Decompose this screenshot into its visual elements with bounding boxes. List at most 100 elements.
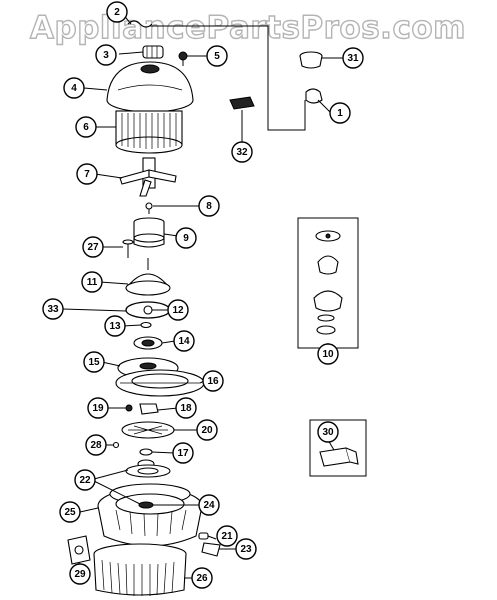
- wire-line: [150, 25, 306, 131]
- callout-1: 1: [329, 102, 351, 124]
- callout-31: 31: [342, 47, 364, 69]
- callout-30-circle: [317, 421, 339, 443]
- part-18-bracket: [139, 403, 159, 415]
- part-28-ball: [112, 441, 120, 449]
- callout-16: 16: [202, 370, 224, 392]
- callout-10-circle: [317, 343, 339, 365]
- callout-13-circle: [104, 315, 126, 337]
- callout-8-circle: [198, 195, 220, 217]
- callout-15-circle: [83, 351, 105, 373]
- callout-21: 21: [216, 525, 238, 547]
- callout-26-label: 26: [196, 573, 208, 584]
- callout-6-circle: [75, 116, 97, 138]
- part-20-disc: [121, 421, 175, 439]
- callout-16-label: 16: [207, 376, 219, 387]
- callout-33-circle: [42, 298, 64, 320]
- callout-29: 29: [69, 563, 91, 585]
- callout-15: 15: [83, 351, 105, 373]
- callout-22-label: 22: [79, 475, 91, 486]
- callout-3-circle: [95, 44, 117, 66]
- callout-10-label: 10: [322, 349, 334, 360]
- callout-33: 33: [42, 298, 64, 320]
- callout-19-circle: [87, 397, 109, 419]
- callout-24: 24: [198, 494, 220, 516]
- part-26-motor: [93, 543, 187, 596]
- part-12-seal: [143, 305, 153, 315]
- callout-17: 17: [172, 442, 194, 464]
- part-16-base-plate: [115, 369, 205, 397]
- callout-32-circle: [231, 141, 253, 163]
- callout-24-circle: [198, 494, 220, 516]
- leader-lines: [62, 12, 344, 579]
- part-32-bracket: [229, 96, 255, 110]
- callout-30: 30: [317, 421, 339, 443]
- callout-13: 13: [104, 315, 126, 337]
- part-22-gasket: [125, 464, 171, 478]
- part-24-disc: [138, 501, 154, 509]
- callout-12-circle: [167, 299, 189, 321]
- callout-20-circle: [196, 419, 218, 441]
- callout-25: 25: [59, 501, 81, 523]
- part-27-bolt: [122, 239, 134, 258]
- callout-19: 19: [87, 397, 109, 419]
- callout-5-label: 5: [214, 51, 220, 62]
- callout-23: 23: [235, 538, 257, 560]
- part-8-screw: [145, 202, 153, 214]
- callout-2: 2: [106, 1, 128, 23]
- part-9-cylinder: [133, 217, 165, 248]
- part-13-washer: [140, 321, 152, 329]
- callout-30-label: 30: [322, 427, 334, 438]
- part-25-lower-housing: [97, 483, 203, 547]
- callout-33-label: 33: [47, 304, 59, 315]
- callout-14-label: 14: [178, 336, 190, 347]
- kit-10-box: [297, 217, 359, 349]
- part-2-clip: [127, 20, 153, 28]
- callout-9-circle: [175, 227, 197, 249]
- callout-5-circle: [206, 45, 228, 67]
- callout-14-circle: [173, 330, 195, 352]
- callout-29-circle: [69, 563, 91, 585]
- watermark: AppliancePartsPros.com: [30, 10, 466, 46]
- part-23-clip: [201, 542, 221, 557]
- callout-26-circle: [191, 567, 213, 589]
- callout-23-label: 23: [240, 544, 252, 555]
- callout-3: 3: [95, 44, 117, 66]
- callout-8: 8: [198, 195, 220, 217]
- callout-11-label: 11: [87, 277, 98, 288]
- callout-28: 28: [85, 434, 107, 456]
- callout-4-circle: [63, 77, 85, 99]
- callout-1-label: 1: [337, 108, 343, 119]
- callout-22: 22: [74, 469, 96, 491]
- callout-6-label: 6: [83, 122, 89, 133]
- callout-17-label: 17: [177, 448, 189, 459]
- callout-7-label: 7: [84, 169, 90, 180]
- callout-7-circle: [76, 163, 98, 185]
- callout-22-circle: [74, 469, 96, 491]
- callout-18: 18: [175, 397, 197, 419]
- callout-12: 12: [167, 299, 189, 321]
- callout-11-circle: [81, 271, 103, 293]
- callout-28-circle: [85, 434, 107, 456]
- callout-27-circle: [82, 236, 104, 258]
- callout-29-label: 29: [74, 569, 86, 580]
- part-4-motor-cover: [106, 61, 194, 113]
- callout-7: 7: [76, 163, 98, 185]
- callout-27-label: 27: [87, 242, 99, 253]
- callout-13-label: 13: [109, 321, 121, 332]
- callout-17-circle: [172, 442, 194, 464]
- callout-2-label: 2: [114, 7, 120, 18]
- callout-25-circle: [59, 501, 81, 523]
- part-7-impeller: [119, 157, 177, 197]
- part-1-fitting: [305, 88, 323, 104]
- callout-27: 27: [82, 236, 104, 258]
- callout-28-label: 28: [90, 440, 102, 451]
- callout-20: 20: [196, 419, 218, 441]
- callout-32-label: 32: [236, 147, 248, 158]
- part-31-cap: [299, 51, 323, 69]
- callout-11: 11: [81, 271, 103, 293]
- callout-1-circle: [329, 102, 351, 124]
- part-6-stator: [115, 110, 183, 154]
- callout-19-label: 19: [92, 403, 104, 414]
- callout-20-label: 20: [201, 425, 213, 436]
